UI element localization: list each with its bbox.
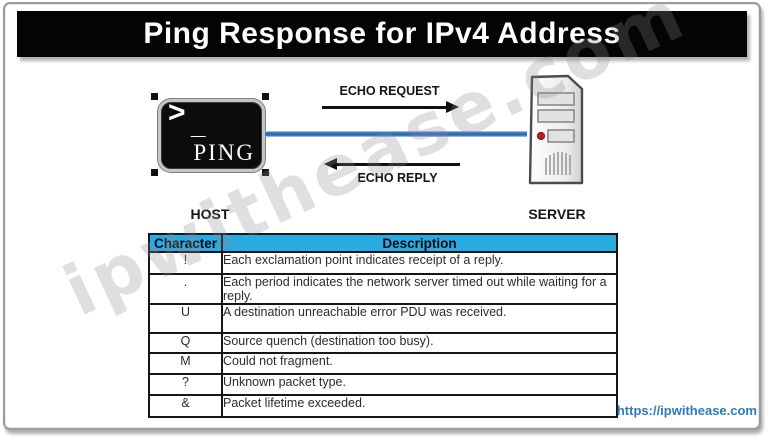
table-row: U A destination unreachable error PDU wa…	[148, 303, 618, 334]
echo-request-arrowhead-icon	[446, 101, 459, 113]
table-row: M Could not fragment.	[148, 352, 618, 375]
ping-icon-label: PING	[193, 140, 255, 165]
character-cell: .	[148, 273, 223, 305]
ping-response-table: Character Description ! Each exclamation…	[148, 233, 618, 418]
table-row: ! Each exclamation point indicates recei…	[148, 251, 618, 275]
page-title: Ping Response for IPv4 Address	[143, 17, 621, 50]
prompt-underscore-glyph: _	[191, 110, 206, 140]
echo-reply-arrowhead-icon	[324, 158, 337, 170]
character-cell: &	[148, 394, 223, 418]
column-header-character: Character	[148, 233, 223, 253]
description-cell: Each period indicates the network server…	[221, 273, 618, 305]
character-cell: M	[148, 352, 223, 375]
table-row: & Packet lifetime exceeded.	[148, 394, 618, 418]
selection-handle-icon	[151, 169, 158, 176]
selection-handle-icon	[262, 93, 269, 100]
title-bar: Ping Response for IPv4 Address	[17, 11, 747, 57]
character-cell: !	[148, 251, 223, 275]
description-cell: Could not fragment.	[221, 352, 618, 375]
column-header-description: Description	[221, 233, 618, 253]
table-row: . Each period indicates the network serv…	[148, 273, 618, 305]
character-cell: ?	[148, 373, 223, 396]
server-label: SERVER	[528, 206, 586, 222]
character-cell: Q	[148, 332, 223, 354]
ping-terminal-icon: > _ PING	[158, 96, 265, 172]
character-cell: U	[148, 303, 223, 334]
echo-reply-label: ECHO REPLY	[357, 171, 438, 185]
selection-handle-icon	[262, 169, 269, 176]
network-link-line	[265, 131, 527, 137]
table-row: Q Source quench (destination too busy).	[148, 332, 618, 354]
server-tower-icon	[528, 74, 584, 185]
description-cell: Each exclamation point indicates receipt…	[221, 251, 618, 275]
table-header-row: Character Description	[148, 233, 618, 253]
description-cell: Unknown packet type.	[221, 373, 618, 396]
table-row: ? Unknown packet type.	[148, 373, 618, 396]
selection-handle-icon	[151, 93, 158, 100]
prompt-gt-glyph: >	[168, 96, 186, 129]
description-cell: Packet lifetime exceeded.	[221, 394, 618, 418]
echo-reply-arrow	[337, 163, 460, 166]
host-label: HOST	[190, 206, 230, 222]
description-cell: A destination unreachable error PDU was …	[221, 303, 618, 334]
echo-request-arrow	[322, 106, 447, 109]
description-cell: Source quench (destination too busy).	[221, 332, 618, 354]
site-url-link[interactable]: https://ipwithease.com	[616, 403, 757, 418]
echo-request-label: ECHO REQUEST	[339, 84, 440, 98]
